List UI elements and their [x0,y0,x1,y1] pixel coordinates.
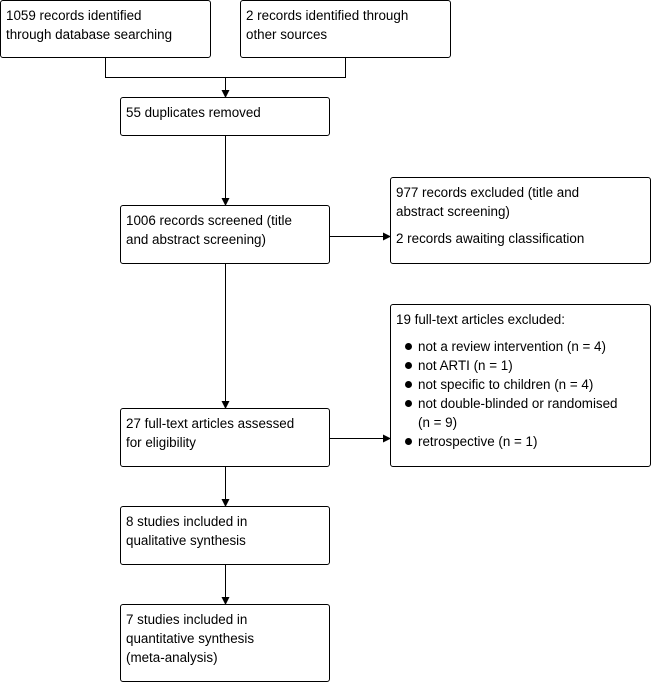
reason-text: not specific to children (n = 4) [418,377,594,392]
bullet-icon [405,343,412,350]
box-line: 55 duplicates removed [126,105,261,120]
bullet-icon [405,381,412,388]
exclusion-reason: not specific to children (n = 4) [405,375,645,394]
reason-text: not double-blinded or randomised [418,396,618,411]
exclusion-reason: retrospective (n = 1) [405,432,645,451]
box-line: 977 records excluded (title and [396,185,580,200]
fulltext-excluded-title: 19 full-text articles excluded: [396,312,565,327]
bullet-icon [405,362,412,369]
box-line: qualitative synthesis [126,533,246,548]
box-line: quantitative synthesis [126,631,255,646]
box-line: 8 studies included in [126,514,248,529]
fulltext-excluded-box: 19 full-text articles excluded: not a re… [390,304,651,467]
box-line: 2 records identified through [246,8,409,23]
exclusion-reason: not ARTI (n = 1) [405,356,645,375]
box-line: (meta-analysis) [126,650,218,665]
box-line: 1006 records screened (title [126,213,292,228]
bullet-icon [405,400,412,407]
box-line: for eligibility [126,435,196,450]
box-line: other sources [246,27,328,42]
reason-text: not a review intervention (n = 4) [418,339,606,354]
records-identified-database-box: 1059 records identified through database… [0,0,211,58]
records-screened-box: 1006 records screened (title and abstrac… [120,205,330,264]
box-line: 1059 records identified [6,8,142,23]
records-excluded-screening-box: 977 records excluded (title and abstract… [390,177,651,264]
box-line: abstract screening) [396,204,510,219]
fulltext-assessed-box: 27 full-text articles assessed for eligi… [120,408,330,467]
exclusion-reasons-list: not a review intervention (n = 4) not AR… [396,337,645,451]
merge-connector [105,57,346,78]
qualitative-synthesis-box: 8 studies included in qualitative synthe… [120,506,330,565]
quantitative-synthesis-box: 7 studies included in quantitative synth… [120,604,330,682]
reason-text: not ARTI (n = 1) [418,358,513,373]
reason-text: retrospective (n = 1) [418,434,538,449]
box-line: and abstract screening) [126,232,266,247]
reason-text: (n = 9) [418,415,458,430]
awaiting-classification-text: 2 records awaiting classification [396,231,585,246]
duplicates-removed-box: 55 duplicates removed [120,97,330,136]
bullet-icon [405,438,412,445]
exclusion-reason: not double-blinded or randomised (n = 9) [405,394,645,432]
box-line: through database searching [6,27,173,42]
exclusion-reason: not a review intervention (n = 4) [405,337,645,356]
box-line: 27 full-text articles assessed [126,416,295,431]
box-line: 7 studies included in [126,612,248,627]
records-identified-other-box: 2 records identified through other sourc… [240,0,451,58]
